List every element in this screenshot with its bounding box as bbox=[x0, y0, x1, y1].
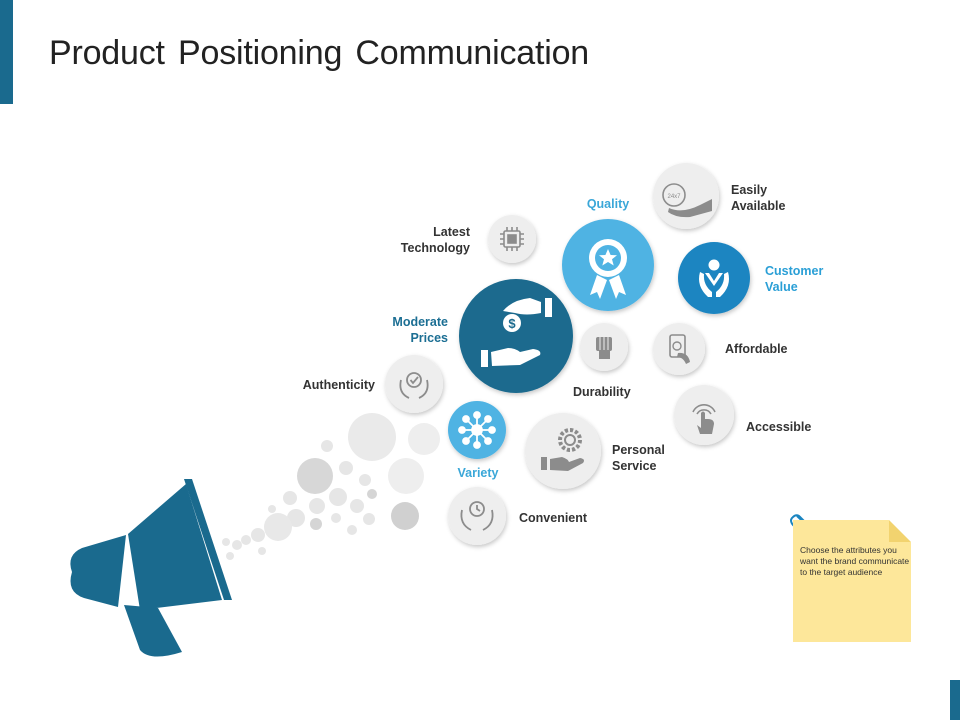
label-personal-service: Personal Service bbox=[612, 443, 665, 473]
sticky-note-fold bbox=[889, 520, 911, 542]
affordable-bubble bbox=[653, 323, 705, 375]
latest-technology-bubble bbox=[488, 215, 536, 263]
chip-icon bbox=[500, 227, 524, 251]
sound-dots bbox=[222, 413, 440, 560]
card-in-hand-icon bbox=[669, 334, 690, 364]
svg-text:$: $ bbox=[508, 316, 516, 331]
touch-finger-icon bbox=[692, 404, 716, 434]
quality-bubble bbox=[562, 219, 654, 311]
label-customer-value: Customer Value bbox=[765, 264, 824, 294]
sticky-note-text: Choose the attributes you want the brand… bbox=[800, 545, 910, 577]
fist-icon bbox=[596, 337, 612, 359]
label-convenient: Convenient bbox=[519, 511, 588, 525]
clock-24x7-text: 24x7 bbox=[667, 194, 681, 200]
moderate-prices-bubble: $ bbox=[459, 279, 573, 393]
megaphone-icon bbox=[70, 479, 232, 657]
money-in-hand-icon: $ bbox=[481, 298, 552, 367]
label-accessible: Accessible bbox=[746, 420, 812, 434]
award-ribbon-icon bbox=[589, 239, 627, 299]
convenient-bubble bbox=[448, 487, 506, 545]
label-quality: Quality bbox=[586, 197, 630, 211]
label-durability: Durability bbox=[573, 385, 631, 399]
personal-service-bubble bbox=[525, 413, 601, 489]
durability-bubble bbox=[580, 323, 628, 371]
variety-bubble bbox=[448, 401, 506, 459]
clock-hand-icon: 24x7 bbox=[662, 183, 712, 218]
badge-in-hands-icon bbox=[399, 372, 429, 399]
label-variety: Variety bbox=[457, 466, 499, 480]
customer-value-bubble bbox=[678, 242, 750, 314]
label-affordable: Affordable bbox=[725, 342, 788, 356]
label-moderate-prices: Moderate Prices bbox=[392, 315, 448, 345]
network-icon bbox=[458, 411, 496, 449]
label-authenticity: Authenticity bbox=[302, 378, 375, 392]
page-title: Product Positioning Communication bbox=[49, 34, 590, 72]
accent-bar bbox=[0, 0, 13, 104]
gear-in-hand-icon bbox=[541, 428, 584, 471]
label-easily-available: Easily Available bbox=[731, 183, 786, 213]
easily-available-bubble: 24x7 bbox=[653, 163, 719, 229]
clock-in-hands-icon bbox=[460, 501, 494, 531]
accessible-bubble bbox=[674, 385, 734, 445]
person-in-hands-icon bbox=[699, 259, 729, 297]
label-latest-technology: Latest Technology bbox=[400, 225, 470, 255]
corner-accent-bar bbox=[950, 680, 960, 720]
sticky-note bbox=[793, 520, 911, 642]
authenticity-bubble bbox=[385, 355, 443, 413]
